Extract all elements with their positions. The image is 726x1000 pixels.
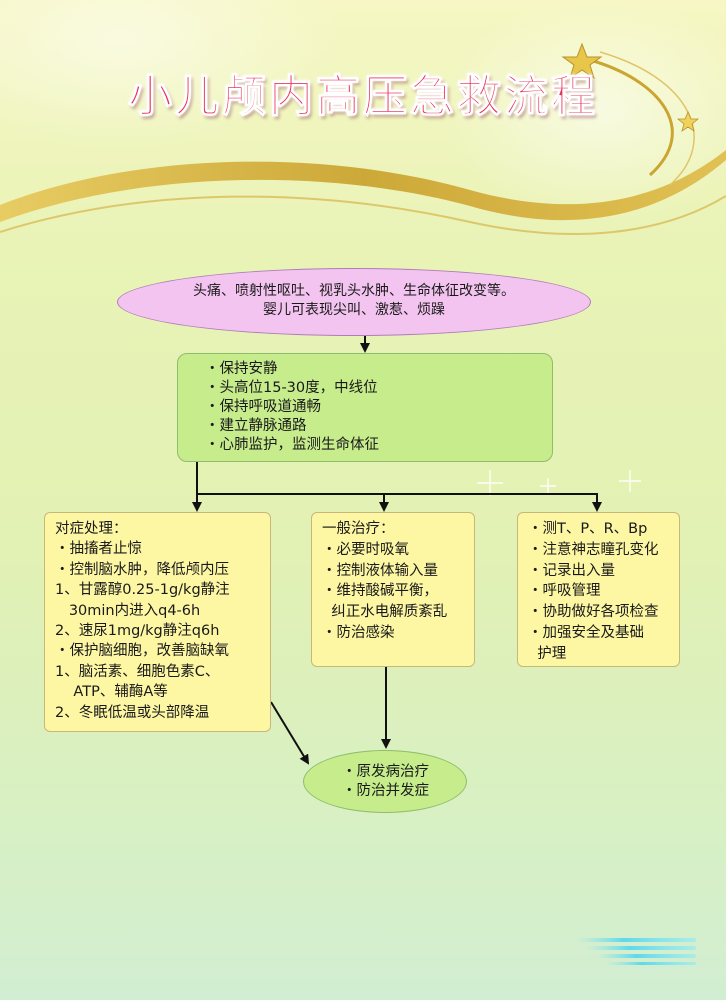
monitoring-item: ・记录出入量 <box>528 562 615 579</box>
outcome-node: ・原发病治疗 ・防治并发症 <box>303 750 467 813</box>
outcome-item: ・原发病治疗 <box>342 764 429 780</box>
gold-swoosh-main <box>0 150 726 222</box>
symptoms-node: 头痛、喷射性呕吐、视乳头水肿、生命体征改变等。 婴儿可表现尖叫、激惹、烦躁 <box>117 268 591 336</box>
gold-arc <box>589 58 674 177</box>
symptomatic-item: ・控制脑水肿，降低颅内压 <box>55 561 229 578</box>
page-title: 小儿颅内高压急救流程 <box>128 71 598 123</box>
initial-care-item: ・建立静脉通路 <box>205 418 307 434</box>
monitoring-item: ・呼吸管理 <box>528 583 601 600</box>
initial-care-item: ・心肺监护，监测生命体征 <box>205 437 379 453</box>
symptomatic-item: ・抽搐者止惊 <box>55 541 142 558</box>
monitoring-item: ・注意神志瞳孔变化 <box>528 541 659 558</box>
general-item: 纠正水电解质紊乱 <box>322 604 448 621</box>
symptoms-line: 婴儿可表现尖叫、激惹、烦躁 <box>263 302 445 318</box>
general-treatment-node: 一般治疗： ・必要时吸氧 ・控制液体输入量 ・维持酸碱平衡， 纠正水电解质紊乱 … <box>311 512 475 667</box>
general-item: ・控制液体输入量 <box>322 562 438 579</box>
symptomatic-item: 1、脑活素、细胞色素C、 <box>55 663 220 680</box>
cyan-streak <box>576 938 696 942</box>
monitoring-item: ・协助做好各项检查 <box>528 604 659 621</box>
symptomatic-item: 1、甘露醇0.25-1g/kg静注 <box>55 582 230 599</box>
gold-swoosh-thin <box>0 195 726 235</box>
symptomatic-treatment-node: 对症处理： ・抽搐者止惊 ・控制脑水肿，降低颅内压 1、甘露醇0.25-1g/k… <box>44 512 271 732</box>
symptomatic-item: 30min内进入q4-6h <box>55 602 201 619</box>
general-item: ・必要时吸氧 <box>322 541 409 558</box>
general-item: ・维持酸碱平衡， <box>322 583 438 600</box>
star-icon <box>561 42 603 80</box>
symptomatic-item: ・保护脑细胞，改善脑缺氧 <box>55 643 229 660</box>
monitoring-item: 护理 <box>528 645 567 662</box>
symptomatic-heading: 对症处理： <box>55 521 128 537</box>
initial-care-node: ・保持安静 ・头高位15-30度，中线位 ・保持呼吸道通畅 ・建立静脉通路 ・心… <box>177 353 553 462</box>
outcome-item: ・防治并发症 <box>342 783 429 799</box>
initial-care-item: ・保持安静 <box>205 361 278 377</box>
monitoring-item: ・测T、P、R、Bp <box>528 521 648 537</box>
general-heading: 一般治疗： <box>322 521 395 537</box>
monitoring-item: ・加强安全及基础 <box>528 624 644 641</box>
gold-arc-2 <box>599 51 695 186</box>
symptomatic-item: 2、速尿1mg/kg静注q6h <box>55 623 220 640</box>
monitoring-node: ・测T、P、R、Bp ・注意神志瞳孔变化 ・记录出入量 ・呼吸管理 ・协助做好各… <box>517 512 680 667</box>
sparkle-icon <box>477 470 641 496</box>
symptomatic-item: ATP、辅酶A等 <box>55 684 168 701</box>
star-icon-small <box>676 110 700 132</box>
symptomatic-item: 2、冬眠低温或头部降温 <box>55 704 210 721</box>
initial-care-item: ・保持呼吸道通畅 <box>205 399 321 415</box>
symptoms-line: 头痛、喷射性呕吐、视乳头水肿、生命体征改变等。 <box>193 283 515 299</box>
general-item: ・防治感染 <box>322 624 395 641</box>
initial-care-item: ・头高位15-30度，中线位 <box>205 380 378 396</box>
